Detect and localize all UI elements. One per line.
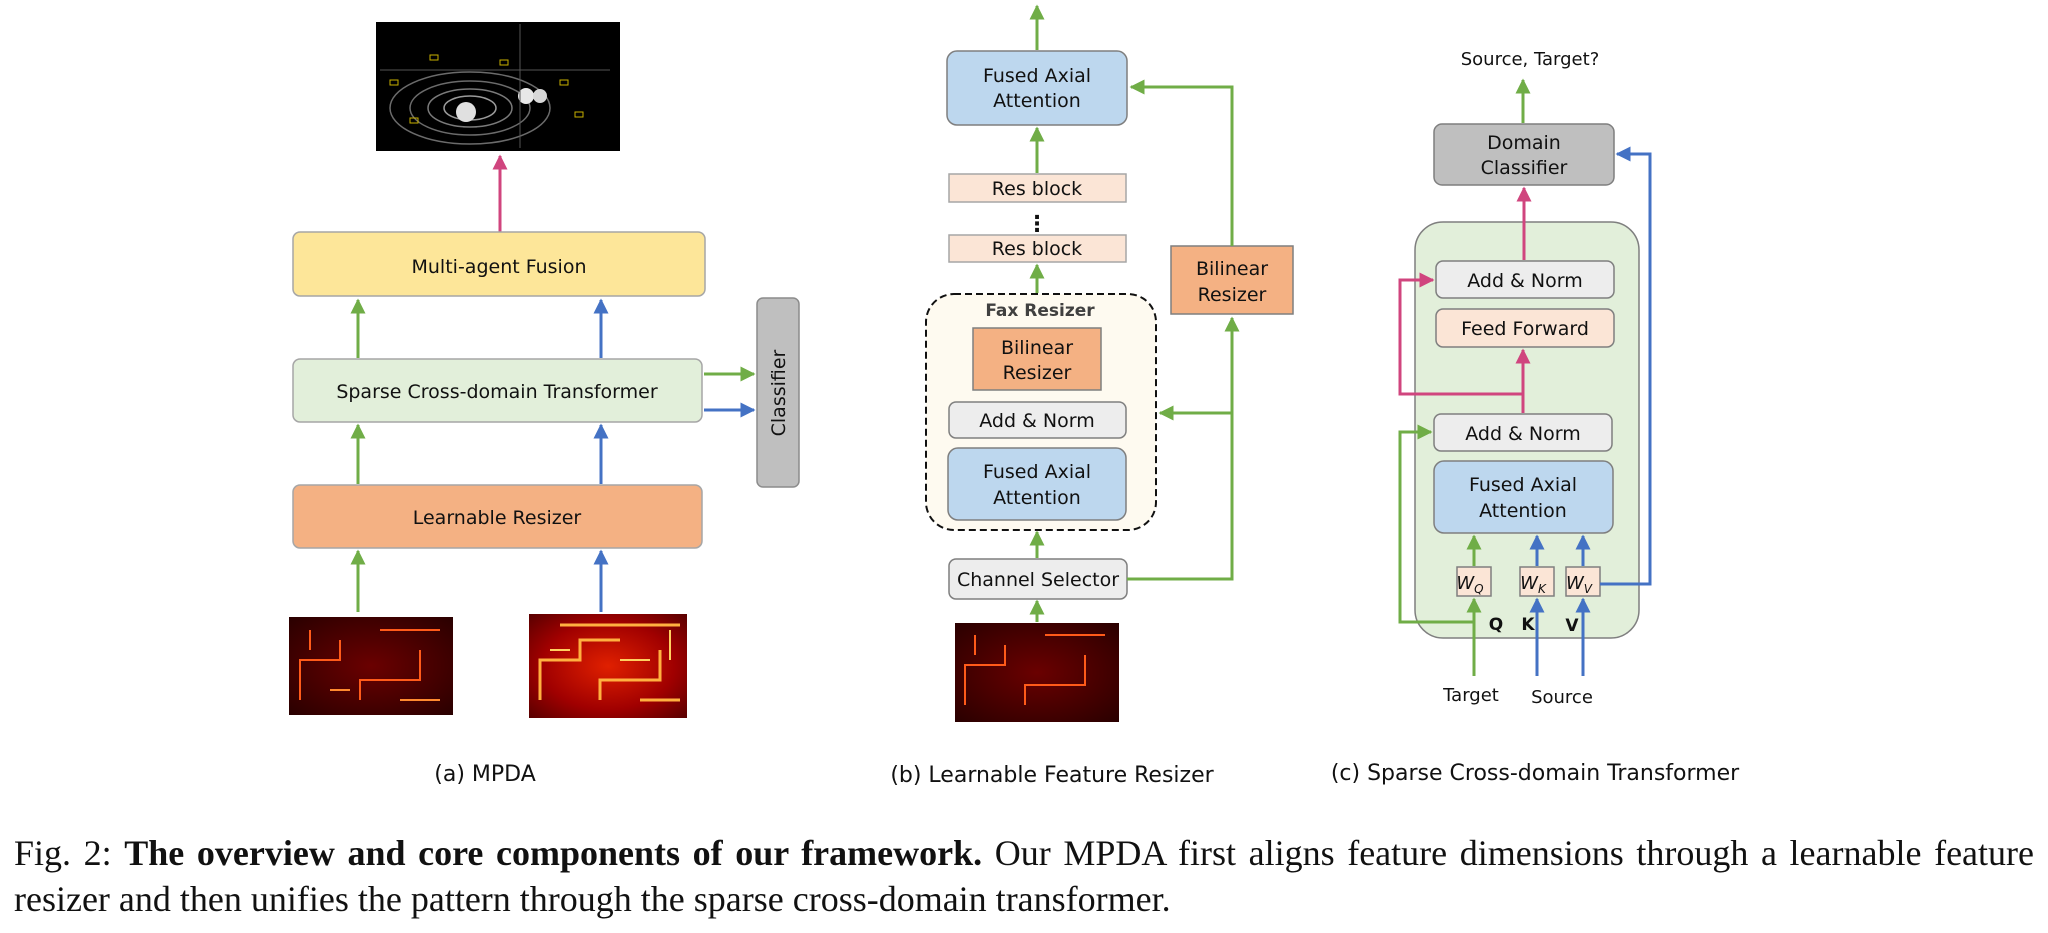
panel-b: Fused Axial Attention Res block ⋮ Res bl… (925, 4, 1294, 722)
k-label: K (1521, 615, 1535, 635)
channel-selector-label: Channel Selector (957, 569, 1119, 591)
res-block-bottom-label: Res block (992, 238, 1082, 260)
add-norm-bottom-label: Add & Norm (1465, 423, 1581, 445)
input-feature-map-image (955, 623, 1119, 722)
panel-c-caption: (c) Sparse Cross-domain Transformer (1331, 761, 1740, 786)
bilinear-resizer-right-label-2: Resizer (1198, 284, 1267, 306)
fax-add-norm-label: Add & Norm (979, 410, 1095, 432)
lidar-output-image (376, 22, 620, 151)
fax-bilinear-resizer-box (972, 327, 1102, 391)
add-norm-top-label: Add & Norm (1467, 270, 1583, 292)
multi-agent-fusion-box (292, 231, 706, 297)
wv-box (1565, 566, 1601, 597)
domain-classifier-label-1: Domain (1487, 132, 1561, 154)
learnable-resizer-label: Learnable Resizer (413, 507, 582, 529)
res-block-top-label: Res block (992, 178, 1082, 200)
res-block-dots: ⋮ (1026, 212, 1048, 237)
domain-classifier-box (1433, 123, 1615, 186)
classifier-box (756, 297, 800, 488)
wk-label: WK (1520, 573, 1547, 596)
bilinear-resizer-right-label-1: Bilinear (1196, 258, 1268, 280)
wk-box (1519, 566, 1555, 597)
source-feature-map-image (529, 614, 687, 718)
res-block-bottom-box (948, 234, 1127, 263)
wq-label: WQ (1456, 573, 1483, 596)
fax-bilinear-resizer-label-1: Bilinear (1001, 337, 1073, 359)
domain-classifier-label-2: Classifier (1481, 157, 1568, 179)
panel-a-caption: (a) MPDA (434, 762, 536, 787)
classifier-label: Classifier (768, 349, 790, 436)
caption-bold: The overview and core components of our … (124, 833, 983, 873)
res-block-top-box (948, 173, 1127, 203)
figure-caption: Fig. 2: The overview and core components… (14, 830, 2034, 922)
bilinear-resizer-right-box (1170, 245, 1294, 315)
source-label: Source (1531, 687, 1593, 708)
fused-axial-attention-top-label-2: Attention (993, 90, 1081, 112)
fused-axial-attention-box (1433, 460, 1614, 534)
figure-diagram: Multi-agent Fusion Sparse Cross-domain T… (289, 4, 1740, 788)
caption-rest: Our MPDA first aligns feature dimensions… (14, 833, 2034, 919)
q-label: Q (1489, 615, 1503, 635)
fax-fused-axial-attention-label-2: Attention (993, 487, 1081, 509)
fax-fused-axial-attention-box (947, 447, 1127, 521)
fax-add-norm-box (948, 401, 1127, 439)
target-feature-map-image (289, 617, 453, 715)
add-norm-top-box (1435, 260, 1615, 299)
caption-prefix: Fig. 2: (14, 833, 125, 873)
panel-a: Multi-agent Fusion Sparse Cross-domain T… (289, 22, 800, 718)
sparse-cross-domain-transformer-label: Sparse Cross-domain Transformer (336, 381, 658, 403)
panel-b-caption: (b) Learnable Feature Resizer (890, 763, 1214, 788)
multi-agent-fusion-label: Multi-agent Fusion (412, 256, 587, 278)
fax-bilinear-resizer-label-2: Resizer (1003, 362, 1072, 384)
output-label: Source, Target? (1461, 49, 1600, 70)
panel-c: Source, Target? Domain Classifier Add & … (1398, 49, 1652, 708)
fax-fused-axial-attention-label-1: Fused Axial (983, 461, 1091, 483)
fused-axial-attention-top-box (946, 50, 1128, 126)
feed-forward-label: Feed Forward (1461, 318, 1589, 340)
fused-axial-attention-top-label-1: Fused Axial (983, 65, 1091, 87)
add-norm-bottom-box (1433, 413, 1613, 452)
fax-resizer-title: Fax Resizer (985, 301, 1095, 321)
sparse-cross-domain-transformer-box (292, 358, 703, 423)
learnable-resizer-box (292, 484, 703, 549)
feed-forward-box (1435, 308, 1615, 348)
fused-axial-attention-label-1: Fused Axial (1469, 474, 1577, 496)
fused-axial-attention-label-2: Attention (1479, 500, 1567, 522)
v-label: V (1565, 616, 1579, 636)
wv-label: WV (1566, 573, 1593, 596)
wq-box (1456, 566, 1492, 597)
target-label: Target (1442, 685, 1499, 706)
